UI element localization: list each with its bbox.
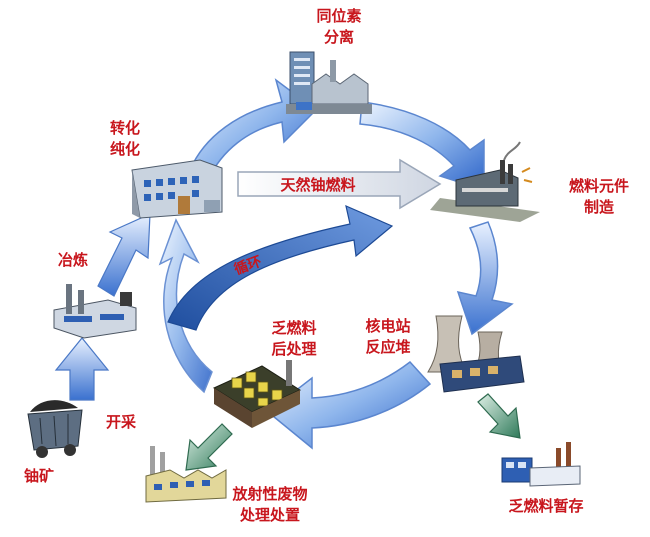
recycle-label: 循环 [232, 253, 264, 279]
uranium-ore-label: 铀矿 [23, 467, 54, 485]
isotope-plant-icon [286, 51, 372, 114]
natural-uranium-arrow [237, 158, 442, 210]
fuel-fabrication-label: 燃料元件 制造 [568, 177, 629, 216]
arrow-to-waste [185, 423, 233, 471]
front-end-arrows [54, 213, 151, 401]
reprocessing-plant-icon [212, 360, 302, 428]
mine-cart-icon [27, 400, 83, 458]
arrow-smelting-up [97, 213, 151, 297]
nuclear-reactor-label: 核电站 反应堆 [365, 317, 411, 356]
spent-fuel-reprocessing-label: 乏燃料 后处理 [271, 319, 317, 358]
storage-icon [501, 442, 581, 487]
arrow-to-storage [477, 393, 521, 439]
natural-uranium-label: 天然铀燃料 [280, 176, 355, 194]
ring-arrow-left-lower [158, 218, 213, 394]
isotope-separation-label: 同位素 分离 [316, 7, 362, 46]
fabrication-plant-icon [430, 141, 540, 222]
spent-fuel-storage-label: 乏燃料暂存 [508, 497, 584, 515]
arrow-mining-up [54, 337, 110, 401]
ring-arrow-right [456, 221, 514, 336]
radioactive-waste-label: 放射性废物 处理处置 [232, 485, 308, 524]
cycle-ring [158, 78, 514, 450]
conversion-purification-label: 转化 纯化 [109, 119, 140, 158]
waste-facility-icon [145, 446, 227, 503]
recycle-arrow [167, 204, 394, 331]
waste-arrows [185, 393, 521, 471]
reactor-icon [427, 315, 525, 393]
smelting-label: 冶炼 [57, 251, 88, 269]
mining-label: 开采 [105, 413, 136, 431]
smelter-icon [53, 284, 137, 339]
conversion-factory-icon [131, 159, 223, 219]
